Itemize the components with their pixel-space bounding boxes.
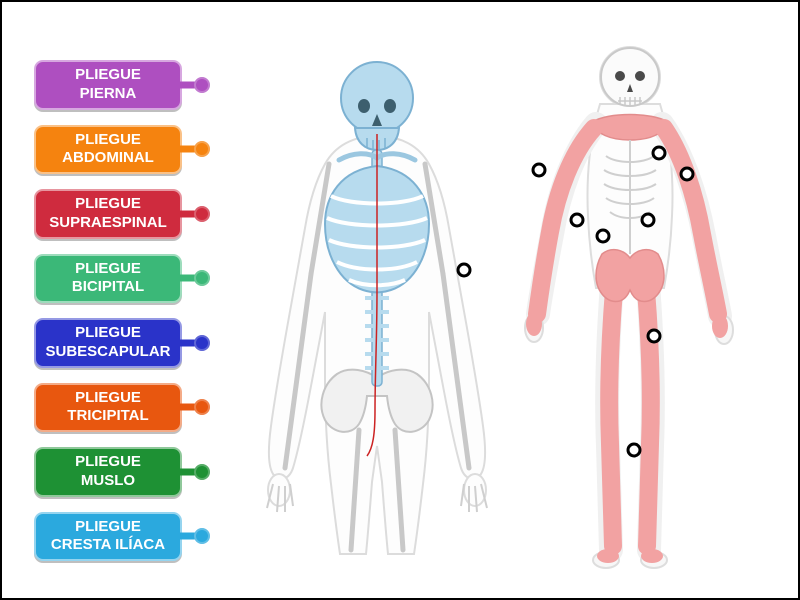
answer-marker-5[interactable] bbox=[569, 212, 585, 228]
answer-marker-4[interactable] bbox=[679, 166, 695, 182]
label-connector bbox=[180, 403, 196, 411]
label-connector bbox=[180, 532, 196, 540]
label-drag-dot[interactable] bbox=[194, 399, 210, 416]
muscle-highlight-illustration bbox=[524, 46, 734, 569]
label-connector bbox=[180, 468, 196, 476]
answer-marker-6[interactable] bbox=[640, 212, 656, 228]
label-drag-dot[interactable] bbox=[194, 270, 210, 287]
label-connector bbox=[180, 81, 196, 89]
answer-marker-7[interactable] bbox=[595, 228, 611, 244]
label-drag-dot[interactable] bbox=[194, 334, 210, 351]
skeleton-figure bbox=[227, 38, 527, 583]
label-drag-dot[interactable] bbox=[194, 205, 210, 222]
label-drag-dot[interactable] bbox=[194, 463, 210, 480]
answer-marker-2[interactable] bbox=[531, 162, 547, 178]
answer-marker-3[interactable] bbox=[651, 145, 667, 161]
label-connector bbox=[180, 339, 196, 347]
muscle-figure bbox=[514, 32, 774, 577]
label-drag-dot[interactable] bbox=[194, 141, 210, 158]
skeleton-anterior-illustration bbox=[266, 61, 488, 555]
label-drag-dot[interactable] bbox=[194, 76, 210, 93]
answer-marker-1[interactable] bbox=[456, 262, 472, 278]
label-connector bbox=[180, 274, 196, 282]
label-connector bbox=[180, 145, 196, 153]
answer-marker-8[interactable] bbox=[646, 328, 662, 344]
label-connector bbox=[180, 210, 196, 218]
answer-marker-9[interactable] bbox=[626, 442, 642, 458]
label-drag-dot[interactable] bbox=[194, 528, 210, 545]
